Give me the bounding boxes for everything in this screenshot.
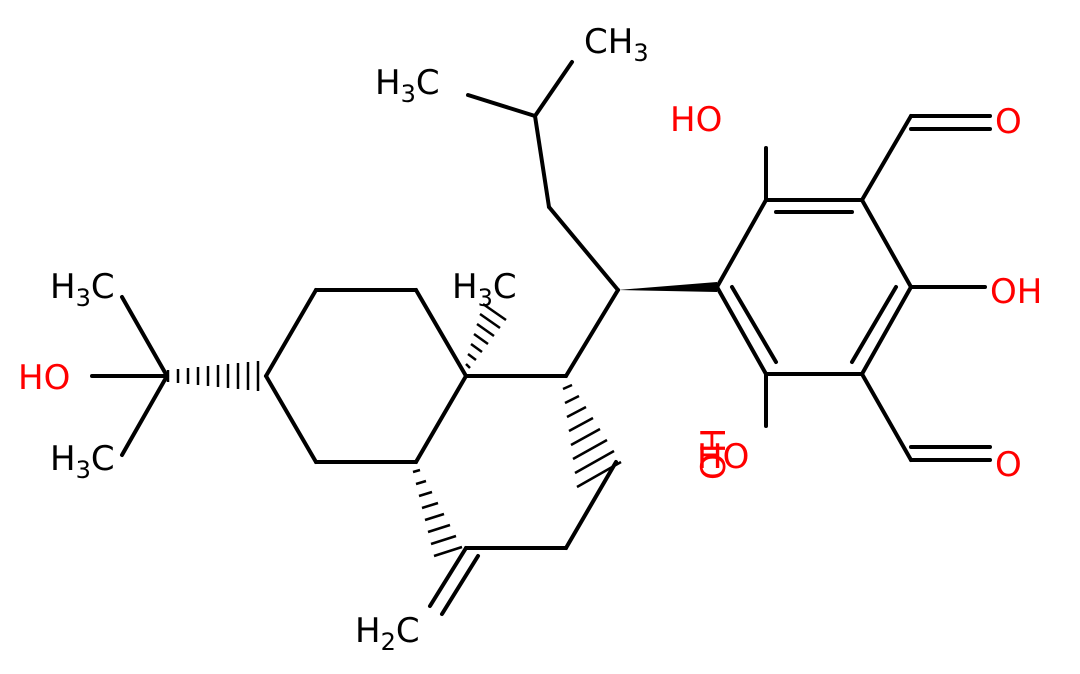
wedge-bond: [618, 282, 717, 292]
bond-lines: [90, 60, 992, 616]
hash-bond: [562, 383, 622, 489]
bond: [264, 288, 318, 378]
bond: [715, 285, 768, 376]
bond: [428, 546, 468, 608]
bond: [414, 374, 468, 464]
h3c-label: H3C: [50, 439, 115, 484]
oh-label: OH: [990, 272, 1042, 312]
bond: [533, 60, 574, 118]
bond: [414, 288, 468, 378]
bond: [860, 198, 913, 289]
hash-bond: [465, 302, 507, 369]
bond: [440, 554, 480, 616]
bond: [466, 93, 537, 118]
bond: [120, 295, 169, 378]
ho-label: HO: [697, 437, 749, 477]
h2c-label: H2C: [355, 611, 420, 656]
bond: [715, 198, 768, 289]
h3c-label: H3C: [452, 267, 517, 312]
hash-bond: [166, 361, 260, 391]
ho-label: HO: [670, 100, 722, 140]
bond: [860, 372, 913, 462]
oxygen-label: O: [995, 445, 1022, 485]
bond: [547, 205, 620, 292]
bond: [120, 374, 169, 457]
stereo-bonds: [166, 282, 717, 558]
hash-bond: [412, 468, 463, 558]
ch3-label: CH3: [584, 22, 649, 67]
h3c-label: H3C: [50, 267, 115, 312]
atom-labels: CH3 H3C HO O OH HO OH O H3C H3C HO H3C H…: [18, 22, 1042, 656]
h3c-label: H3C: [375, 63, 440, 108]
bond: [860, 114, 913, 202]
oh-rotated-label: OH: [694, 428, 734, 480]
ho-label: HO: [18, 358, 70, 398]
bond: [730, 285, 778, 364]
bond: [264, 374, 318, 464]
oxygen-label: O: [995, 102, 1022, 142]
bond: [850, 285, 898, 364]
bond: [860, 285, 913, 376]
bond: [564, 460, 618, 550]
bond: [533, 114, 551, 209]
bond: [564, 288, 620, 378]
